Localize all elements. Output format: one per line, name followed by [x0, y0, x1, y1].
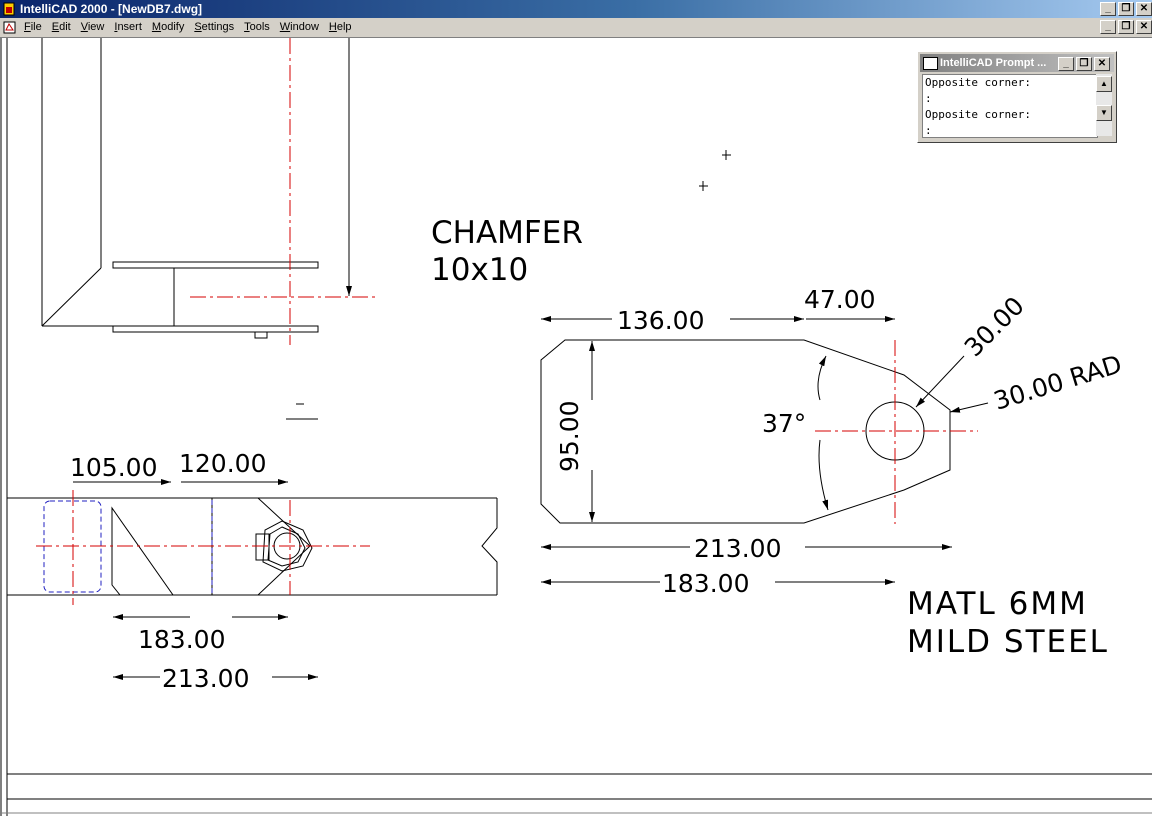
dim-105: 105.00: [70, 453, 157, 482]
prompt-line: :: [925, 124, 932, 137]
menu-accelerator: S: [194, 21, 202, 33]
prompt-close-button[interactable]: ✕: [1094, 57, 1110, 71]
prompt-window-icon: [923, 57, 938, 70]
dim-213-left: 213.00: [162, 664, 249, 693]
doc-window-controls: _❐✕: [1098, 20, 1152, 34]
cad-drawing[interactable]: CHAMFER 10x10 136.00 47.00 30.00 30.00 R…: [0, 38, 1152, 816]
menu-label: iew: [87, 21, 105, 33]
menu-label: odify: [161, 21, 185, 33]
side-view: [41, 38, 352, 420]
menu-label: elp: [336, 21, 352, 33]
pick-marks: [699, 150, 731, 191]
menu-accelerator: I: [114, 21, 118, 33]
dim-183-left: 183.00: [138, 625, 225, 654]
app-close-button[interactable]: ✕: [1136, 2, 1152, 16]
menu-accelerator: V: [80, 21, 88, 33]
menu-label: ile: [30, 21, 42, 33]
doc-restore-button[interactable]: ❐: [1118, 20, 1134, 34]
menu-tools[interactable]: Tools: [244, 21, 270, 33]
menu-label: ools: [249, 21, 270, 33]
menu-accelerator: H: [328, 21, 337, 33]
dim-37-angle: 37°: [762, 409, 806, 438]
dim-136: 136.00: [617, 306, 704, 335]
app-window-controls: _❐✕: [1098, 2, 1152, 16]
prompt-maximize-button[interactable]: ❐: [1076, 57, 1092, 71]
menu-label: nsert: [117, 21, 142, 33]
menu-accelerator: W: [279, 21, 291, 33]
document-icon[interactable]: [3, 21, 16, 34]
dim-213-right: 213.00: [694, 534, 781, 563]
menu-modify[interactable]: Modify: [152, 21, 184, 33]
prompt-window[interactable]: IntelliCAD Prompt ... _❐✕ Opposite corne…: [917, 51, 1117, 143]
title-bar: IntelliCAD 2000 - [NewDB7.dwg] _❐✕: [0, 0, 1152, 18]
window-title: IntelliCAD 2000 - [NewDB7.dwg]: [20, 2, 203, 16]
prompt-history[interactable]: Opposite corner: : Opposite corner: :: [922, 74, 1098, 138]
menu-accelerator: T: [244, 21, 250, 33]
menu-view[interactable]: View: [81, 21, 105, 33]
dim-183-right: 183.00: [662, 569, 749, 598]
plan-dimension-lines: [73, 479, 318, 680]
doc-minimize-button[interactable]: _: [1100, 20, 1116, 34]
menu-help[interactable]: Help: [329, 21, 352, 33]
menu-edit[interactable]: Edit: [52, 21, 71, 33]
menu-bar: File Edit View Insert Modify Settings Tools Win…: [0, 18, 1152, 38]
scroll-up-arrow-icon[interactable]: ▲: [1096, 76, 1112, 92]
dim-47: 47.00: [804, 285, 876, 314]
chamfer-label: CHAMFER: [431, 215, 583, 251]
plate-detail: [540, 339, 951, 524]
dim-30-rad: 30.00 RAD: [990, 349, 1125, 415]
menu-label: dit: [59, 21, 71, 33]
menu-accelerator: E: [51, 21, 60, 33]
dim-30: 30.00: [959, 291, 1030, 362]
dim-95: 95.00: [555, 400, 584, 472]
prompt-line: :: [925, 92, 932, 105]
menu-accelerator: F: [24, 21, 31, 33]
chamfer-size: 10x10: [431, 252, 528, 288]
menu-items: File Edit View Insert Modify Settings Tools Win…: [24, 18, 362, 37]
prompt-window-title: IntelliCAD Prompt ...: [940, 57, 1047, 69]
app-minimize-button[interactable]: _: [1100, 2, 1116, 16]
drawing-canvas[interactable]: CHAMFER 10x10 136.00 47.00 30.00 30.00 R…: [0, 38, 1152, 816]
prompt-minimize-button[interactable]: _: [1058, 57, 1074, 71]
prompt-window-title-bar[interactable]: IntelliCAD Prompt ... _❐✕: [920, 54, 1114, 72]
menu-label: ettings: [201, 21, 235, 33]
menu-file[interactable]: File: [24, 21, 42, 33]
intellicad-app-icon[interactable]: [3, 2, 15, 16]
prompt-scrollbar[interactable]: ▲ ▼: [1096, 74, 1112, 136]
app-restore-button[interactable]: ❐: [1118, 2, 1134, 16]
menu-settings[interactable]: Settings: [194, 21, 234, 33]
menu-insert[interactable]: Insert: [114, 21, 142, 33]
scroll-down-arrow-icon[interactable]: ▼: [1096, 105, 1112, 121]
material-line-1: MATL 6MM: [907, 586, 1088, 622]
prompt-line: Opposite corner:: [925, 76, 1031, 89]
menu-label: indow: [290, 21, 319, 33]
menu-window[interactable]: Window: [280, 21, 319, 33]
material-line-2: MILD STEEL: [907, 624, 1109, 660]
menu-accelerator: M: [151, 21, 162, 33]
plate-dimension-lines: [541, 316, 989, 585]
dim-120: 120.00: [179, 449, 266, 478]
doc-close-button[interactable]: ✕: [1136, 20, 1152, 34]
prompt-line: Opposite corner:: [925, 108, 1031, 121]
